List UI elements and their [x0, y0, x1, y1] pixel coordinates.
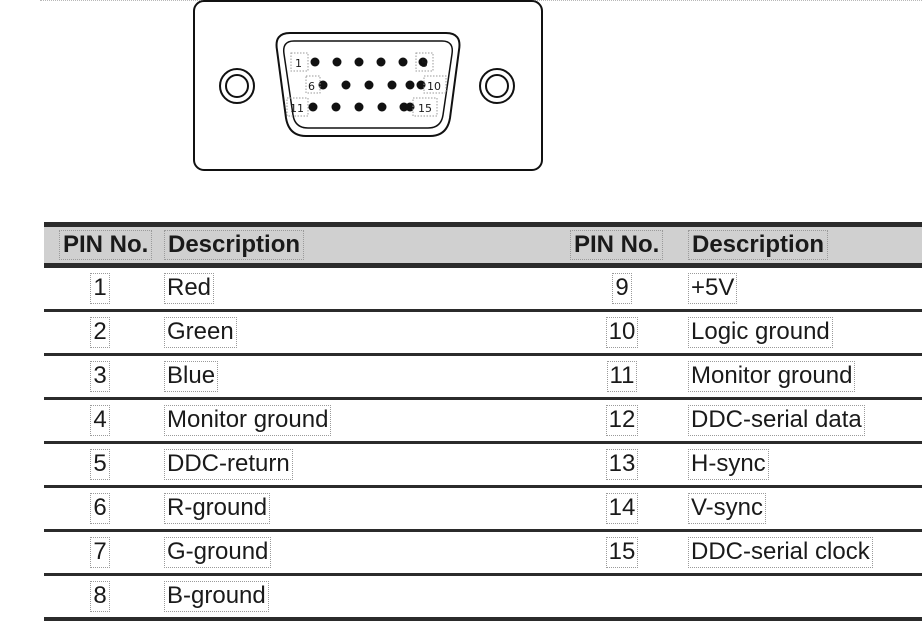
header-pin-no-left: PIN No. — [44, 225, 156, 266]
description-cell-empty — [678, 575, 922, 620]
pin-number-cell: 7 — [90, 537, 110, 568]
pin-number-cell: 9 — [612, 273, 632, 304]
d-shell-outer — [275, 32, 461, 137]
pin-label-boxes — [286, 52, 447, 117]
description-cell: Blue — [163, 361, 219, 392]
description-cell: H-sync — [688, 449, 769, 480]
pin-number-cell: 13 — [605, 449, 639, 480]
vga-connector-diagram: 1 5 6 10 11 15 — [192, 0, 544, 172]
d-shell-inner — [282, 40, 454, 129]
pin-label-5: 5 — [421, 57, 428, 70]
table-header-row: PIN No. Description PIN No. Description — [44, 224, 922, 266]
pin-label-10: 10 — [427, 80, 441, 93]
table-row: 4 Monitor ground 12 DDC-serial data — [44, 399, 922, 443]
pin-label-11: 11 — [290, 102, 304, 115]
description-cell: Logic ground — [688, 317, 833, 348]
pin-number-cell: 14 — [605, 493, 639, 524]
pin-label-1: 1 — [295, 57, 302, 70]
mounting-hole-right — [479, 68, 515, 104]
pin-number-cell: 5 — [90, 449, 110, 480]
description-cell: +5V — [687, 273, 738, 304]
pin-number-cell: 4 — [90, 405, 110, 436]
pin-row-1 — [310, 57, 428, 67]
description-cell: V-sync — [687, 493, 767, 524]
description-cell: Red — [163, 273, 215, 304]
pin-label-6: 6 — [308, 80, 315, 93]
pin-label-15: 15 — [418, 102, 432, 115]
table-row: 8 B-ground — [44, 575, 922, 620]
description-cell: DDC-return — [164, 449, 293, 480]
pin-number-cell: 1 — [90, 273, 110, 304]
pin-number-cell: 15 — [605, 537, 639, 568]
table-row: 1 Red 9 +5V — [44, 266, 922, 311]
pin-row-3 — [308, 102, 415, 112]
vga-connector-drawing: 1 5 6 10 11 15 — [193, 0, 543, 171]
description-cell: DDC-serial data — [688, 405, 865, 436]
description-cell: B-ground — [164, 581, 269, 612]
header-pin-no-right: PIN No. — [566, 225, 678, 266]
pin-number-cell: 11 — [606, 361, 638, 392]
table-row: 6 R-ground 14 V-sync — [44, 487, 922, 531]
table-row: 7 G-ground 15 DDC-serial clock — [44, 531, 922, 575]
description-cell: Monitor ground — [163, 405, 332, 436]
pin-number-cell: 10 — [605, 317, 639, 348]
pin-number-cell-empty — [566, 575, 678, 620]
description-cell: Monitor ground — [687, 361, 856, 392]
pin-number-cell: 8 — [90, 581, 110, 612]
table-row: 2 Green 10 Logic ground — [44, 311, 922, 355]
description-cell: R-ground — [163, 493, 271, 524]
table-row: 3 Blue 11 Monitor ground — [44, 355, 922, 399]
pin-number-cell: 3 — [90, 361, 110, 392]
description-cell: Green — [164, 317, 237, 348]
description-cell: G-ground — [163, 537, 272, 568]
header-description-right: Description — [678, 225, 922, 266]
pin-number-cell: 6 — [90, 493, 110, 524]
pin-row-2 — [318, 80, 426, 90]
pin-number-cell: 12 — [605, 405, 639, 436]
header-description-left: Description — [156, 225, 566, 266]
mounting-hole-left — [219, 68, 255, 104]
table-row: 5 DDC-return 13 H-sync — [44, 443, 922, 487]
pin-assignment-table: PIN No. Description PIN No. Description … — [44, 222, 922, 621]
description-cell: DDC-serial clock — [688, 537, 873, 568]
pin-number-cell: 2 — [90, 317, 110, 348]
